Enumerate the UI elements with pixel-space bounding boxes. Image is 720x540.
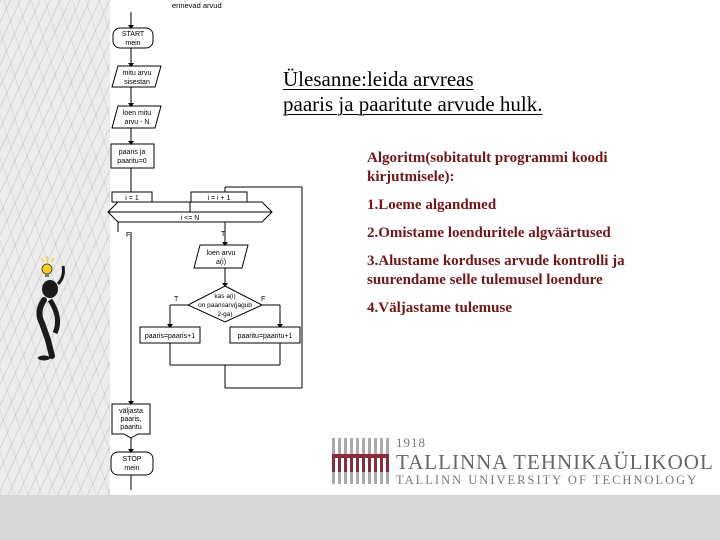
input-count-label: mitu arvu xyxy=(123,70,152,77)
output-line1: väljasta xyxy=(119,408,143,415)
loop-cond-label: i <= N xyxy=(181,215,200,222)
algorithm-step-2: 2.Omistame loenduritele algväärtused xyxy=(367,225,611,241)
even-update-label: paaris=paaris+1 xyxy=(145,333,195,340)
true-label-decision: T xyxy=(174,296,179,303)
decision-line3: 2-ga) xyxy=(217,311,232,318)
task-title: Ülesanne:leida arvreas paaris ja paaritu… xyxy=(283,67,542,117)
algorithm-step-3: 3.Alustame korduses arvude kontrolli ja … xyxy=(367,253,625,288)
input-count-sub: sisestan xyxy=(124,79,150,86)
algorithm-step-1: 1.Loeme algandmed xyxy=(367,197,497,213)
loop-init-label: i = 1 xyxy=(125,195,139,202)
stop-sub: mein xyxy=(124,465,139,472)
output-line2: paaris, xyxy=(120,416,141,423)
university-logo: 1918 TALLINNA TEHNIKAÜLIKOOL TALLINN UNI… xyxy=(332,435,714,488)
odd-update-label: paaritu=paaritu+1 xyxy=(238,333,293,340)
decision-line2: on paarisarv(jagub xyxy=(198,302,252,309)
start-label: START xyxy=(122,31,145,38)
title-line-1: Ülesanne:leida arvreas xyxy=(283,67,474,91)
algorithm-steps: Algoritm(sobitatult programmi koodi kirj… xyxy=(367,149,697,327)
read-value-label: loen arvu xyxy=(207,250,236,257)
decision-line1: kas a(i) xyxy=(214,293,235,300)
loop-step-label: i = i + 1 xyxy=(208,195,231,202)
false-label-decision: F xyxy=(261,296,265,303)
read-n-label: loen mitu xyxy=(123,110,152,117)
init-sub: paaritu=0 xyxy=(117,158,146,165)
false-label-loop: F xyxy=(126,232,130,239)
true-label-loop: T xyxy=(221,231,226,238)
title-line-2: paaris ja paaritute arvude hulk. xyxy=(283,92,543,116)
logo-subtitle: TALLINN UNIVERSITY OF TECHNOLOGY xyxy=(396,473,699,487)
init-label: paaris ja xyxy=(119,149,146,156)
logo-bars-icon xyxy=(332,438,389,484)
logo-name: TALLINNA TEHNIKAÜLIKOOL xyxy=(396,450,714,474)
left-decorative-background xyxy=(0,0,110,495)
bottom-band xyxy=(0,495,720,540)
algorithm-step-4: 4.Väljastame tulemuse xyxy=(367,300,512,316)
algorithm-intro: Algoritm(sobitatult programmi koodi kirj… xyxy=(367,150,608,185)
thinking-figure-icon xyxy=(36,256,65,361)
start-sub: mein xyxy=(125,40,140,47)
read-value-sub: a(i) xyxy=(216,259,226,266)
read-n-sub: arvu - N xyxy=(125,119,150,126)
logo-year: 1918 xyxy=(396,435,426,450)
flow-header: erinevad arvud xyxy=(172,1,222,10)
stop-label: STOP xyxy=(123,456,142,463)
output-line3: paaritu xyxy=(120,424,142,431)
